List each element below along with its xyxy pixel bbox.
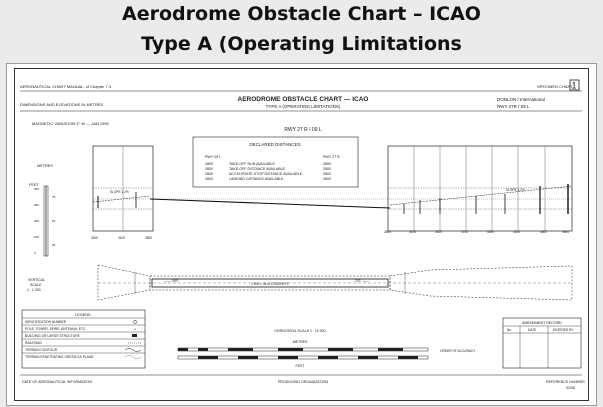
amendment-col: ENTERED BY	[553, 328, 574, 332]
declared-row-left: 2800	[205, 177, 213, 181]
declared-row-right: 2800	[323, 167, 331, 171]
scale-bar-metres: METRES	[293, 340, 308, 344]
legend-item: IDENTIFICATION NUMBER	[25, 320, 67, 324]
legend-item: TERRAIN PENETRATING OBSTACLE PLANE	[25, 355, 94, 359]
axis-tick: 2800	[145, 236, 152, 240]
declared-row-left: 2800	[205, 167, 213, 171]
declared-left-head: RWY 09 L	[205, 155, 221, 159]
pole-icon: ×	[134, 327, 137, 332]
declared-row-label: ACCELERATE-STOP DISTANCE AVAILABLE	[229, 172, 303, 176]
vertical-scale-ticks: 300 250 200 100 0 75 50 25	[34, 187, 56, 255]
vtick: 25	[52, 243, 56, 247]
right-axis-ticks: 2800 3100 3400 3700 4000 4300 4600 4900	[384, 230, 569, 234]
identification-icon	[133, 320, 137, 324]
vtick: 100	[34, 235, 39, 239]
vtick: 75	[52, 195, 56, 199]
horizontal-scale-label: HORIZONTAL SCALE 1 : 10 000	[274, 329, 325, 333]
declared-row-label: LANDING DISTANCE AVAILABLE	[229, 177, 284, 181]
declared-row-label: TAKE-OFF RUN AVAILABLE	[229, 162, 276, 166]
manual-ref: AERONAUTICAL CHART MANUAL, of Chapter 7.…	[20, 84, 112, 89]
metres-label: METRES	[37, 164, 53, 168]
location: DONLON / International	[497, 97, 545, 102]
legend-title: LEGEND	[75, 313, 91, 317]
legend-items: IDENTIFICATION NUMBER POLE, TOWER, SPIRE…	[22, 317, 145, 359]
axis-tick: 3400	[435, 230, 442, 234]
contour-icon	[124, 348, 142, 352]
building-icon	[132, 334, 137, 337]
obstacle-markers	[97, 184, 569, 214]
footer-right: REFERENCE NUMBER	[546, 380, 585, 384]
chart-frame	[14, 68, 589, 401]
specimen-label: SPECIMEN CHART	[537, 84, 573, 89]
plan-view: —— 090° 2 800 × 45 m CONCRETE 270° ——	[97, 264, 573, 301]
legend-item: TERRAIN CONTOUR	[25, 348, 58, 352]
plan-label-left: —— 090°	[165, 279, 180, 283]
declared-row-left: 2800	[205, 162, 213, 166]
runway-title: RWY 27 R / 09 L	[284, 127, 322, 133]
page-subtitle: Type A (Operating Limitations	[141, 33, 462, 55]
axis-tick: 3100	[118, 236, 125, 240]
declared-row-right: 2800	[323, 162, 331, 166]
footer-left: DATE OF AERONAUTICAL INFORMATION	[22, 380, 92, 384]
declared-row-right: 2800	[323, 177, 331, 181]
axis-tick: 4300	[513, 230, 520, 234]
legend-item: POLE, TOWER, SPIRE, ANTENNA, ETC	[25, 327, 86, 331]
axis-tick: 4900	[562, 230, 569, 234]
declared-row-label: TAKE-OFF DISTANCE AVAILABLE	[229, 167, 286, 171]
vtick: 250	[34, 203, 39, 207]
slope-left-line	[92, 195, 151, 203]
runway-profile-line	[149, 198, 391, 209]
chart-subheading: TYPE A (OPERATING LIMITATIONS)	[266, 104, 341, 109]
penetration-icon	[124, 355, 142, 359]
footer-right-num: 02/08	[566, 386, 575, 390]
amendment-col: No.	[507, 328, 512, 332]
slope-right-label: SLOPE 1.2%	[506, 188, 525, 192]
runway-ref: RWY 27R / 09 L	[497, 104, 530, 109]
vtick: 0	[34, 251, 36, 255]
axis-tick: 2800	[384, 230, 391, 234]
slope-left-label: SLOPE 1.2%	[110, 190, 129, 194]
declared-right-head: RWY 27 R	[323, 155, 340, 159]
vtick: 50	[52, 219, 56, 223]
plan-label-center: 2 800 × 45 m CONCRETE	[251, 282, 288, 286]
horizontal-scale-bar	[177, 347, 429, 360]
legend-item: BUILDING OR LARGE STRUCTURE	[25, 334, 81, 338]
axis-tick: 3100	[409, 230, 416, 234]
plan-label-right: 270° ——	[355, 279, 370, 283]
vtick: 200	[34, 219, 39, 223]
scale-bar-feet: FEET	[296, 364, 306, 368]
vertical-scale-frame	[43, 185, 49, 257]
vtick: 300	[34, 187, 39, 191]
legend-item: RAILROAD	[25, 341, 42, 345]
units-note: DIMENSIONS AND ELEVATIONS IN METRES	[20, 102, 104, 107]
declared-title: DECLARED DISTANCES	[249, 142, 300, 147]
axis-tick: 4000	[487, 230, 494, 234]
axis-tick: 3700	[461, 230, 468, 234]
amendment-col: DATE	[528, 328, 536, 332]
page-title: Aerodrome Obstacle Chart – ICAO	[122, 3, 481, 25]
declared-row-left: 2800	[205, 172, 213, 176]
declared-rows: 2800 TAKE-OFF RUN AVAILABLE 2800 2800 TA…	[205, 162, 331, 181]
chart-heading: AERODROME OBSTACLE CHART — ICAO	[238, 96, 369, 103]
declared-row-right: 2800	[323, 172, 331, 176]
profile-left-grid	[92, 145, 154, 232]
magnetic-variation: MAGNETIC VARIATION 3° W — JAN 1990	[32, 121, 110, 126]
amendment-title: AMENDMENT RECORD	[522, 321, 562, 325]
order-accuracy: ORDER OF ACCURACY	[440, 349, 476, 353]
profile-right-grid	[387, 145, 573, 232]
specimen-number-box	[569, 79, 580, 91]
declared-distances-box	[192, 136, 359, 188]
left-axis-ticks: 3400 3100 2800	[91, 236, 152, 240]
slope-right-line	[389, 185, 573, 206]
specimen-number: 1	[572, 81, 577, 91]
axis-tick: 4600	[540, 230, 547, 234]
axis-tick: 3400	[91, 236, 98, 240]
feet-label: FEET	[29, 183, 39, 187]
footer-center: PRODUCING ORGANIZATION	[278, 380, 328, 384]
amendment-box	[502, 317, 582, 369]
